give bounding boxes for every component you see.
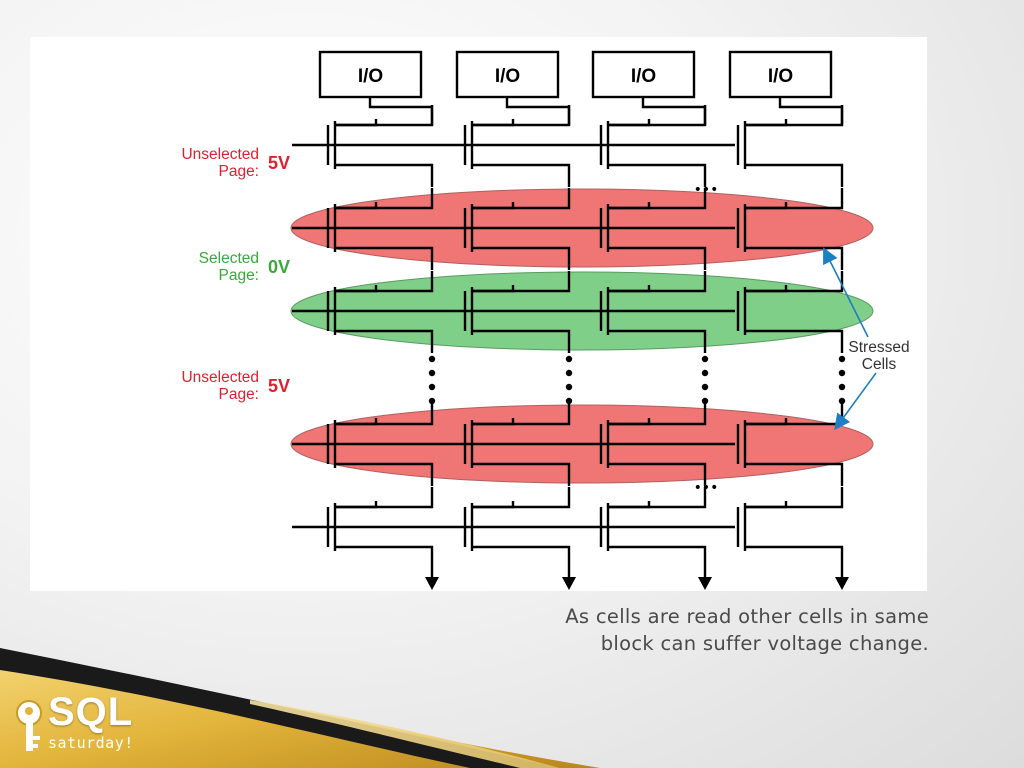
- svg-text:Stressed: Stressed: [848, 339, 909, 356]
- svg-text:Unselected: Unselected: [181, 146, 259, 163]
- output-arrow-4: [835, 577, 849, 590]
- io-box-2: I/O: [455, 50, 560, 99]
- caption-line-1: As cells are read other cells in same: [565, 605, 929, 628]
- caption: As cells are read other cells in same bl…: [409, 603, 929, 657]
- svg-text:Page:: Page:: [218, 267, 259, 284]
- ellipsis-top: •••: [694, 182, 719, 198]
- io-box-1: I/O: [318, 50, 423, 99]
- voltage-label-top: 5V: [268, 153, 290, 173]
- footer-swoosh: [0, 648, 600, 768]
- output-arrow-2: [562, 577, 576, 590]
- io-label-3: I/O: [631, 66, 656, 87]
- selected-page-label: Selected Page: 0V: [199, 250, 290, 284]
- stressed-cells-label: Stressed Cells: [848, 339, 909, 373]
- io-label-1: I/O: [358, 66, 383, 87]
- io-box-4: I/O: [728, 50, 833, 99]
- nand-flash-diagram: I/O I/O I/O I/O Unselected Page: 5V Sele…: [181, 50, 910, 590]
- diagram-panel: I/O I/O I/O I/O Unselected Page: 5V Sele…: [30, 37, 927, 591]
- unselected-page-label-bottom: Unselected Page: 5V: [181, 369, 290, 403]
- svg-text:Selected: Selected: [199, 250, 259, 267]
- svg-text:Cells: Cells: [862, 356, 897, 373]
- logo-sql-text: SQL: [48, 690, 134, 734]
- transistor-array: [292, 97, 849, 590]
- io-label-4: I/O: [768, 66, 793, 87]
- sql-saturday-logo: SQL saturday!: [10, 690, 160, 762]
- output-arrow-3: [698, 577, 712, 590]
- svg-text:Page:: Page:: [218, 163, 259, 180]
- key-icon: [16, 700, 42, 751]
- stressed-arrow-bottom: [834, 372, 877, 431]
- output-arrow-1: [425, 577, 439, 590]
- voltage-label-bottom: 5V: [268, 376, 290, 396]
- svg-text:Page:: Page:: [218, 386, 259, 403]
- stressed-arrow-top: [823, 247, 869, 338]
- caption-line-2: block can suffer voltage change.: [600, 632, 929, 655]
- logo-saturday-text: saturday!: [48, 734, 134, 752]
- io-box-3: I/O: [591, 50, 696, 99]
- voltage-label-selected: 0V: [268, 257, 290, 277]
- ellipsis-bottom: •••: [694, 480, 719, 496]
- svg-text:Unselected: Unselected: [181, 369, 259, 386]
- unselected-page-label-top: Unselected Page: 5V: [181, 146, 290, 180]
- io-label-2: I/O: [495, 66, 520, 87]
